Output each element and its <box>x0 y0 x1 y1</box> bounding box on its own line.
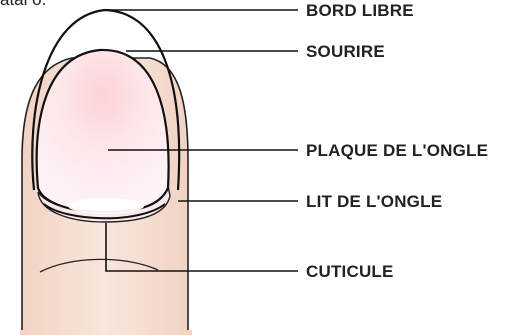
label-cuticule: CUTICULE <box>306 262 394 281</box>
label-plaque-ongle: PLAQUE DE L'ONGLE <box>306 141 488 160</box>
nail-plate <box>37 50 169 212</box>
label-lit-ongle: LIT DE L'ONGLE <box>306 192 442 211</box>
lunula <box>68 198 144 214</box>
label-bord-libre: BORD LIBRE <box>306 1 414 20</box>
label-sourire: SOURIRE <box>306 42 385 61</box>
